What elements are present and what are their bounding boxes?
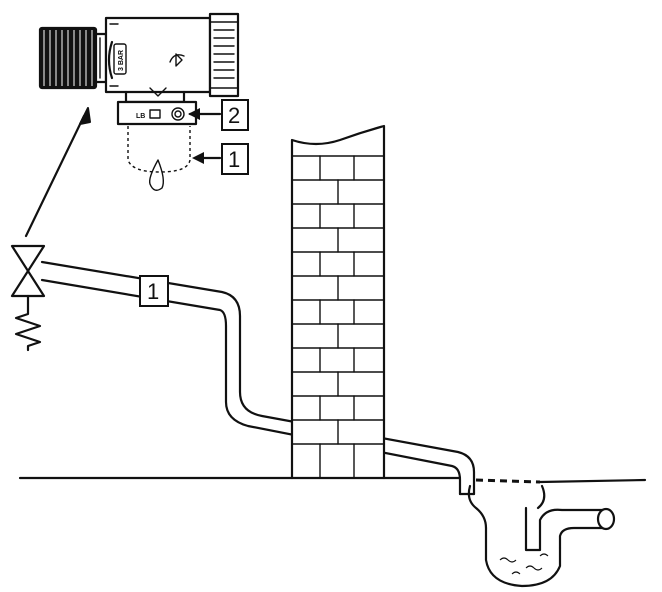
valve-body-mark: LB	[136, 113, 145, 120]
drain-pipe	[40, 260, 476, 496]
drain-trap	[467, 484, 616, 588]
floor-line	[18, 476, 647, 484]
brick-wall	[290, 124, 386, 480]
callout-1-pipe: 1	[139, 275, 169, 307]
safety-valve-closeup: 3 BAR LB	[38, 12, 240, 191]
callout-label-1-pipe: 1	[147, 279, 159, 304]
callout-1-funnel: 1	[192, 143, 249, 175]
valve-knurled-cap	[38, 26, 98, 90]
callout-label-1-funnel: 1	[228, 147, 240, 172]
callout-2: 2	[188, 99, 249, 131]
drain-funnel-outline	[127, 126, 191, 173]
water-drop-icon	[148, 159, 165, 191]
valve-pressure-mark: 3 BAR	[118, 50, 125, 71]
zoom-arrow	[24, 107, 91, 238]
safety-valve-symbol	[10, 244, 46, 352]
callout-label-2: 2	[228, 103, 240, 128]
